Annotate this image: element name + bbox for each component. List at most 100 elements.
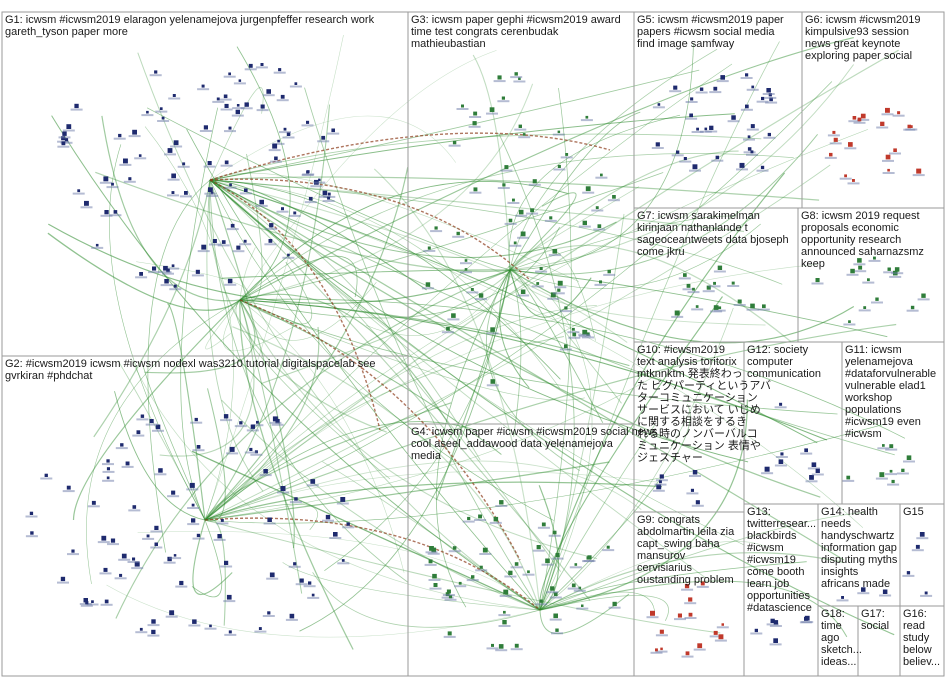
node-g1[interactable] (283, 127, 287, 131)
node-g1[interactable] (287, 253, 290, 257)
node-g2[interactable] (229, 446, 235, 452)
node-g2[interactable] (91, 600, 94, 603)
node-g1[interactable] (61, 141, 66, 146)
node-g4[interactable] (499, 500, 504, 505)
node-g3[interactable] (550, 292, 556, 298)
node-g6[interactable] (833, 137, 838, 142)
node-g2[interactable] (220, 519, 224, 522)
node-g1[interactable] (171, 264, 175, 268)
node-g3[interactable] (600, 173, 603, 177)
node-g3[interactable] (478, 293, 484, 298)
node-g6[interactable] (832, 130, 836, 134)
node-g2[interactable] (311, 593, 315, 597)
node-g2[interactable] (196, 445, 201, 449)
node-g1[interactable] (274, 156, 278, 161)
node-g4[interactable] (467, 516, 471, 521)
node-g2[interactable] (325, 514, 331, 520)
node-g1[interactable] (195, 269, 200, 274)
node-g3[interactable] (520, 231, 526, 237)
node-g4[interactable] (429, 546, 434, 551)
node-g1[interactable] (182, 162, 186, 166)
node-g9[interactable] (685, 651, 690, 656)
node-g9[interactable] (660, 647, 663, 651)
node-g4[interactable] (498, 644, 504, 649)
node-g3[interactable] (607, 269, 611, 274)
node-g3[interactable] (612, 195, 616, 199)
node-g3[interactable] (489, 107, 495, 112)
node-g3[interactable] (501, 96, 505, 100)
node-g5[interactable] (683, 157, 687, 161)
node-g5[interactable] (761, 96, 765, 101)
node-g6[interactable] (857, 117, 862, 122)
node-g2[interactable] (209, 624, 212, 628)
node-g11[interactable] (906, 455, 912, 460)
node-g2[interactable] (169, 610, 175, 616)
node-g9[interactable] (659, 629, 664, 634)
node-g2[interactable] (121, 553, 127, 559)
node-g2[interactable] (189, 482, 195, 488)
node-g1[interactable] (167, 148, 173, 153)
node-g3[interactable] (512, 198, 515, 202)
node-g2[interactable] (106, 459, 110, 463)
node-g4[interactable] (571, 583, 576, 588)
node-g9[interactable] (684, 583, 690, 589)
node-g4[interactable] (581, 604, 584, 608)
node-g6[interactable] (860, 113, 866, 119)
node-g1[interactable] (268, 239, 273, 243)
node-g2[interactable] (249, 447, 253, 451)
node-g2[interactable] (256, 420, 259, 424)
node-g8[interactable] (858, 265, 863, 270)
node-g2[interactable] (293, 562, 297, 566)
node-g4[interactable] (555, 628, 559, 632)
node-g6[interactable] (909, 125, 913, 128)
node-g5[interactable] (673, 85, 678, 90)
node-g3[interactable] (549, 216, 553, 220)
node-g4[interactable] (479, 565, 483, 569)
node-g7[interactable] (762, 304, 766, 309)
node-g1[interactable] (103, 176, 109, 182)
node-g9[interactable] (721, 623, 725, 626)
node-g2[interactable] (103, 567, 108, 572)
node-g3[interactable] (425, 282, 431, 287)
node-g2[interactable] (104, 599, 109, 604)
node-g8[interactable] (850, 268, 855, 274)
node-g3[interactable] (461, 104, 464, 108)
node-g2[interactable] (132, 505, 137, 509)
node-g2[interactable] (154, 525, 159, 530)
node-g6[interactable] (897, 111, 901, 115)
node-g1[interactable] (138, 154, 142, 157)
node-g3[interactable] (557, 164, 561, 168)
node-g1[interactable] (171, 173, 176, 179)
node-g2[interactable] (263, 469, 268, 474)
node-g8[interactable] (863, 306, 867, 309)
node-g2[interactable] (179, 580, 184, 586)
node-g5[interactable] (747, 135, 751, 139)
node-g9[interactable] (655, 648, 658, 652)
node-g1[interactable] (244, 188, 248, 192)
node-g15[interactable] (906, 571, 911, 575)
node-g7[interactable] (686, 284, 691, 288)
node-g1[interactable] (128, 177, 132, 181)
node-g3[interactable] (518, 124, 522, 128)
node-g1[interactable] (212, 239, 217, 243)
node-g13[interactable] (754, 628, 758, 633)
node-g2[interactable] (341, 559, 345, 562)
node-g5[interactable] (767, 132, 771, 137)
node-g13[interactable] (770, 618, 775, 623)
node-g12[interactable] (811, 462, 817, 467)
node-g10[interactable] (659, 474, 664, 479)
node-g4[interactable] (433, 583, 438, 587)
node-g1[interactable] (84, 200, 89, 206)
node-g4[interactable] (578, 586, 582, 590)
node-g15[interactable] (919, 532, 925, 537)
node-g3[interactable] (585, 115, 589, 119)
node-g1[interactable] (146, 110, 149, 114)
node-g2[interactable] (101, 535, 107, 541)
node-g4[interactable] (552, 530, 557, 535)
node-g4[interactable] (493, 516, 499, 522)
node-g2[interactable] (280, 486, 286, 491)
node-g6[interactable] (885, 107, 890, 113)
node-g2[interactable] (258, 627, 262, 630)
node-g5[interactable] (704, 127, 708, 131)
node-g7[interactable] (718, 306, 722, 310)
